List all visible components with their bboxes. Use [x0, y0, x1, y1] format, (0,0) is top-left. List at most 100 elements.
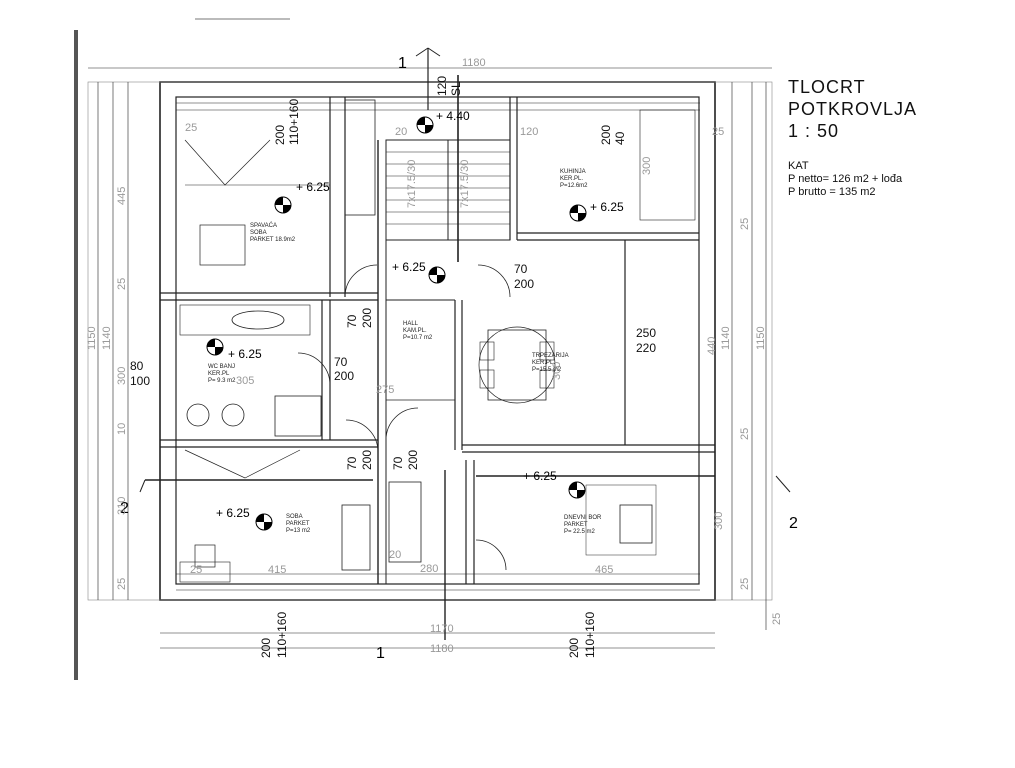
- section-2-left: 2: [120, 500, 129, 517]
- dim-stair-steps: 7x17.5/30: [459, 160, 471, 208]
- level-label-stair: + 4.40: [436, 109, 470, 123]
- dim-window-200: 200: [567, 638, 581, 658]
- level-markers: [206, 116, 587, 531]
- room-floor-wc: KER.PL: [208, 371, 230, 377]
- title-line2: POTKROVLJA: [788, 99, 918, 119]
- dim-wc-width: 305: [236, 375, 254, 387]
- dim-w-120: 120: [520, 126, 538, 138]
- level-label: + 6.25: [216, 506, 250, 520]
- scan-edge-top: [195, 18, 290, 20]
- dim-left-310: 310: [116, 497, 128, 515]
- room-area-trpezarija: P=15.5 m2: [532, 367, 562, 373]
- dim-left-25: 25: [116, 278, 128, 290]
- room-name-spavaca: SPAVAĆA: [250, 222, 277, 229]
- dim-stair-20: 20: [389, 549, 401, 561]
- level-marker: [206, 338, 224, 356]
- room-floor-hall: KAM.PL.: [403, 328, 427, 334]
- level-label: + 6.25: [590, 200, 624, 214]
- dim-bottom-inner: 1170: [430, 623, 454, 635]
- dim-door-200: 200: [360, 450, 374, 470]
- section-1-bottom: 1: [376, 645, 385, 662]
- dim-soba-width: 415: [268, 564, 286, 576]
- room-area-kuhinja: P=12.6m2: [560, 183, 588, 189]
- level-label: + 6.25: [392, 260, 426, 274]
- dim-stair-sl: SL: [449, 81, 463, 96]
- dim-stair-120: 120: [435, 76, 449, 96]
- level-label: + 6.25: [523, 469, 557, 483]
- dim-right-300b: 300: [713, 512, 725, 530]
- room-floor-dnevni: PARKET: [564, 522, 588, 528]
- dim-opening-220: 220: [636, 341, 656, 355]
- level-label: + 6.25: [296, 180, 330, 194]
- room-area-dnevni: P= 22.5 m2: [564, 529, 596, 535]
- overall-outline: [87, 81, 773, 601]
- scale-label: 1 : 50: [788, 121, 840, 141]
- dim-window-100: 100: [130, 374, 150, 388]
- dim-bottom-overall: 1180: [430, 643, 454, 655]
- dim-window-110-40: 40: [613, 131, 627, 145]
- dim-w-25: 25: [712, 126, 724, 138]
- dim-window-110-160: 110+160: [287, 99, 301, 145]
- title-block: TLOCRT POTKROVLJA 1 : 50 KAT P netto= 12…: [788, 76, 917, 199]
- dim-stair-steps: 7x17.5/30: [406, 160, 418, 208]
- room-floor-kuhinja: KER.PL.: [560, 176, 583, 182]
- dim-right-25d: 25: [771, 613, 783, 625]
- dim-window-110-160: 110+160: [275, 612, 289, 658]
- scan-edge: [74, 30, 78, 680]
- dim-door-70: 70: [345, 456, 359, 470]
- dim-left-overall: 1150: [86, 326, 98, 350]
- room-name-soba: SOBA: [286, 514, 303, 520]
- section-1-top: 1: [398, 55, 407, 72]
- dim-stair-280: 280: [420, 563, 438, 575]
- level-marker: [568, 481, 586, 499]
- level-marker: [416, 116, 434, 134]
- dim-door-200: 200: [334, 369, 354, 383]
- dim-dnevni-width: 465: [595, 564, 613, 576]
- dim-opening-250: 250: [636, 326, 656, 340]
- spacer: [788, 142, 917, 160]
- dim-right-inner: 1140: [720, 326, 732, 350]
- dim-right-overall: 1150: [755, 326, 767, 350]
- gross-area: P brutto = 135 m2: [788, 186, 876, 198]
- dim-right-25b: 25: [739, 428, 751, 440]
- level-marker: [569, 204, 587, 222]
- dim-left-10: 10: [116, 423, 128, 435]
- dim-left-300: 300: [116, 367, 128, 385]
- dim-left-445: 445: [116, 187, 128, 205]
- dim-right-25: 25: [739, 218, 751, 230]
- dim-window-200: 200: [259, 638, 273, 658]
- dim-door-70: 70: [514, 262, 528, 276]
- level-label: + 6.25: [228, 347, 262, 361]
- level-marker: [428, 266, 446, 284]
- dim-window-200: 200: [273, 125, 287, 145]
- room-area-wc: P= 9.3 m2: [208, 378, 236, 384]
- dim-left-25b: 25: [116, 578, 128, 590]
- section-2-right: 2: [789, 515, 798, 532]
- plan-lines: [87, 47, 791, 649]
- outer-wall-inner: [175, 96, 700, 585]
- dim-door-70: 70: [391, 456, 405, 470]
- dim-w-20: 20: [395, 126, 407, 138]
- dim-w-25: 25: [190, 564, 202, 576]
- dim-window-200: 200: [599, 125, 613, 145]
- dim-left-inner: 1140: [101, 326, 113, 350]
- dim-door-70: 70: [334, 355, 348, 369]
- dim-door-200: 200: [360, 308, 374, 328]
- dim-window-110-160: 110+160: [583, 612, 597, 658]
- room-name-hall: HALL: [403, 321, 419, 327]
- room-name2-spavaca: SOBA: [250, 230, 267, 236]
- dim-window-80: 80: [130, 359, 144, 373]
- level-marker: [274, 196, 292, 214]
- net-area: P netto= 126 m2 + lođa: [788, 173, 903, 185]
- room-floor-trpezarija: KER.PL.: [532, 360, 555, 366]
- dim-top-overall: 1180: [462, 57, 486, 69]
- level-marker: [255, 513, 273, 531]
- room-floor-soba: PARKET: [286, 521, 310, 527]
- dim-door-70: 70: [345, 314, 359, 328]
- dim-right-25c: 25: [739, 578, 751, 590]
- dim-hall-width: 275: [376, 384, 394, 396]
- room-name-dnevni: DNEVNI BOR: [564, 515, 602, 521]
- title-line1: TLOCRT: [788, 77, 866, 97]
- room-info-spavaca: PARKET 18.9m2: [250, 237, 296, 243]
